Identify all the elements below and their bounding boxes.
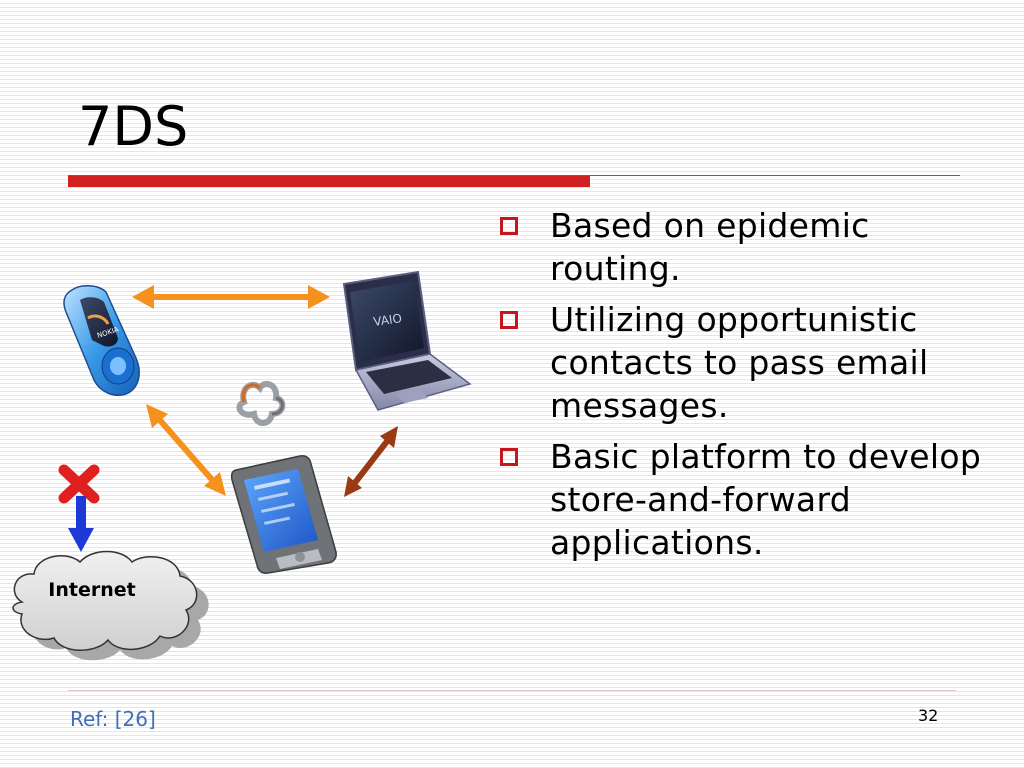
phone-laptop-arrow — [132, 285, 330, 309]
internet-cloud: Internet — [12, 550, 209, 661]
internet-label: Internet — [48, 579, 135, 601]
mobile-phone-icon: NOKIA — [63, 285, 140, 396]
square-bullet-icon — [500, 217, 518, 235]
footer-divider — [68, 690, 956, 691]
title-underline-thin — [68, 175, 960, 176]
internet-down-arrow — [68, 496, 94, 552]
title-underline-bar — [68, 176, 590, 187]
bluetooth-hub-icon — [236, 380, 286, 426]
phone-pda-arrow — [146, 404, 226, 496]
bullet-text: Basic platform to develop store-and-forw… — [550, 437, 982, 562]
bullet-item: Utilizing opportunistic contacts to pass… — [500, 298, 1000, 427]
square-bullet-icon — [500, 311, 518, 329]
page-number: 32 — [918, 706, 939, 725]
pda-icon — [230, 455, 337, 574]
bullet-list: Based on epidemic routing. Utilizing opp… — [500, 204, 1000, 572]
bullet-text: Based on epidemic routing. — [550, 206, 870, 288]
slide-title: 7DS — [78, 95, 189, 158]
blocked-x-icon — [58, 464, 100, 504]
bullet-text: Utilizing opportunistic contacts to pass… — [550, 300, 929, 425]
laptop-icon: VAIO — [342, 270, 472, 411]
laptop-pda-arrow — [344, 426, 398, 497]
network-diagram: NOKIA VAIO — [12, 270, 472, 661]
bullet-item: Basic platform to develop store-and-forw… — [500, 435, 1000, 564]
bullet-item: Based on epidemic routing. — [500, 204, 1000, 290]
square-bullet-icon — [500, 448, 518, 466]
laptop-brand-label: VAIO — [372, 311, 402, 329]
reference-text: Ref: [26] — [70, 707, 156, 731]
